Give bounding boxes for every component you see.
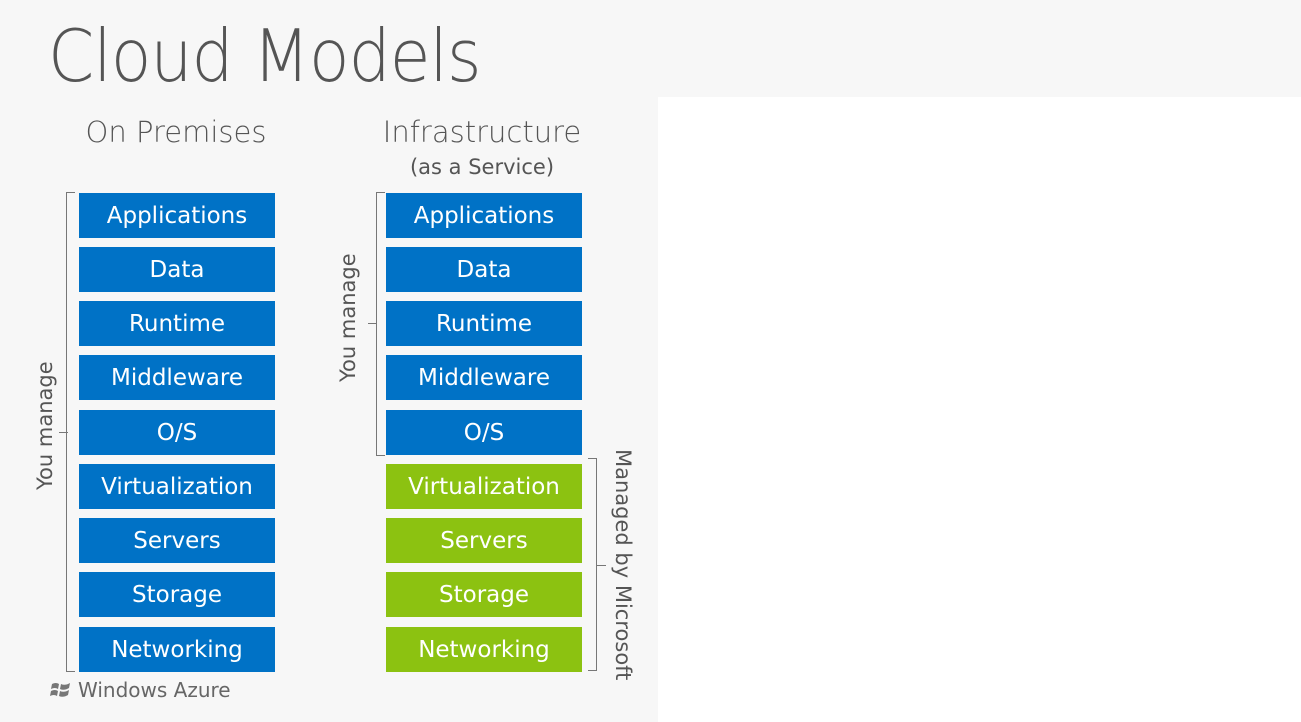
column-subheading-infrastructure: (as a Service): [409, 155, 555, 179]
you-manage-bracket-infrastructure: [376, 192, 385, 456]
you-manage-tick-infrastructure: [368, 323, 377, 324]
layer-middleware: Middleware: [386, 355, 582, 400]
layer-runtime: Runtime: [79, 301, 275, 346]
managed-by-microsoft-bracket: [588, 458, 597, 671]
layer-virtualization: Virtualization: [79, 464, 275, 509]
layer-servers: Servers: [386, 518, 582, 563]
title-band: [658, 0, 1301, 97]
layer-os: O/S: [386, 410, 582, 455]
layer-applications: Applications: [386, 193, 582, 238]
column-heading-infrastructure: Infrastructure: [382, 115, 582, 149]
layer-data: Data: [79, 247, 275, 292]
layer-storage: Storage: [79, 572, 275, 617]
you-manage-tick-on-premises: [59, 432, 68, 433]
layer-networking: Networking: [386, 627, 582, 672]
logo-text: Windows Azure: [78, 678, 231, 702]
you-manage-label-on-premises: You manage: [33, 361, 57, 490]
windows-flag-icon: [50, 683, 70, 697]
managed-by-microsoft-tick: [597, 565, 606, 566]
column-heading-on-premises: On Premises: [85, 115, 267, 149]
layer-servers: Servers: [79, 518, 275, 563]
layer-storage: Storage: [386, 572, 582, 617]
managed-by-microsoft-label: Managed by Microsoft: [611, 449, 635, 681]
layer-middleware: Middleware: [79, 355, 275, 400]
you-manage-label-infrastructure: You manage: [336, 253, 360, 382]
layer-virtualization: Virtualization: [386, 464, 582, 509]
page-title: Cloud Models: [48, 14, 482, 98]
windows-azure-logo: Windows Azure: [50, 678, 231, 702]
layer-runtime: Runtime: [386, 301, 582, 346]
layer-data: Data: [386, 247, 582, 292]
layer-os: O/S: [79, 410, 275, 455]
layer-networking: Networking: [79, 627, 275, 672]
layer-applications: Applications: [79, 193, 275, 238]
